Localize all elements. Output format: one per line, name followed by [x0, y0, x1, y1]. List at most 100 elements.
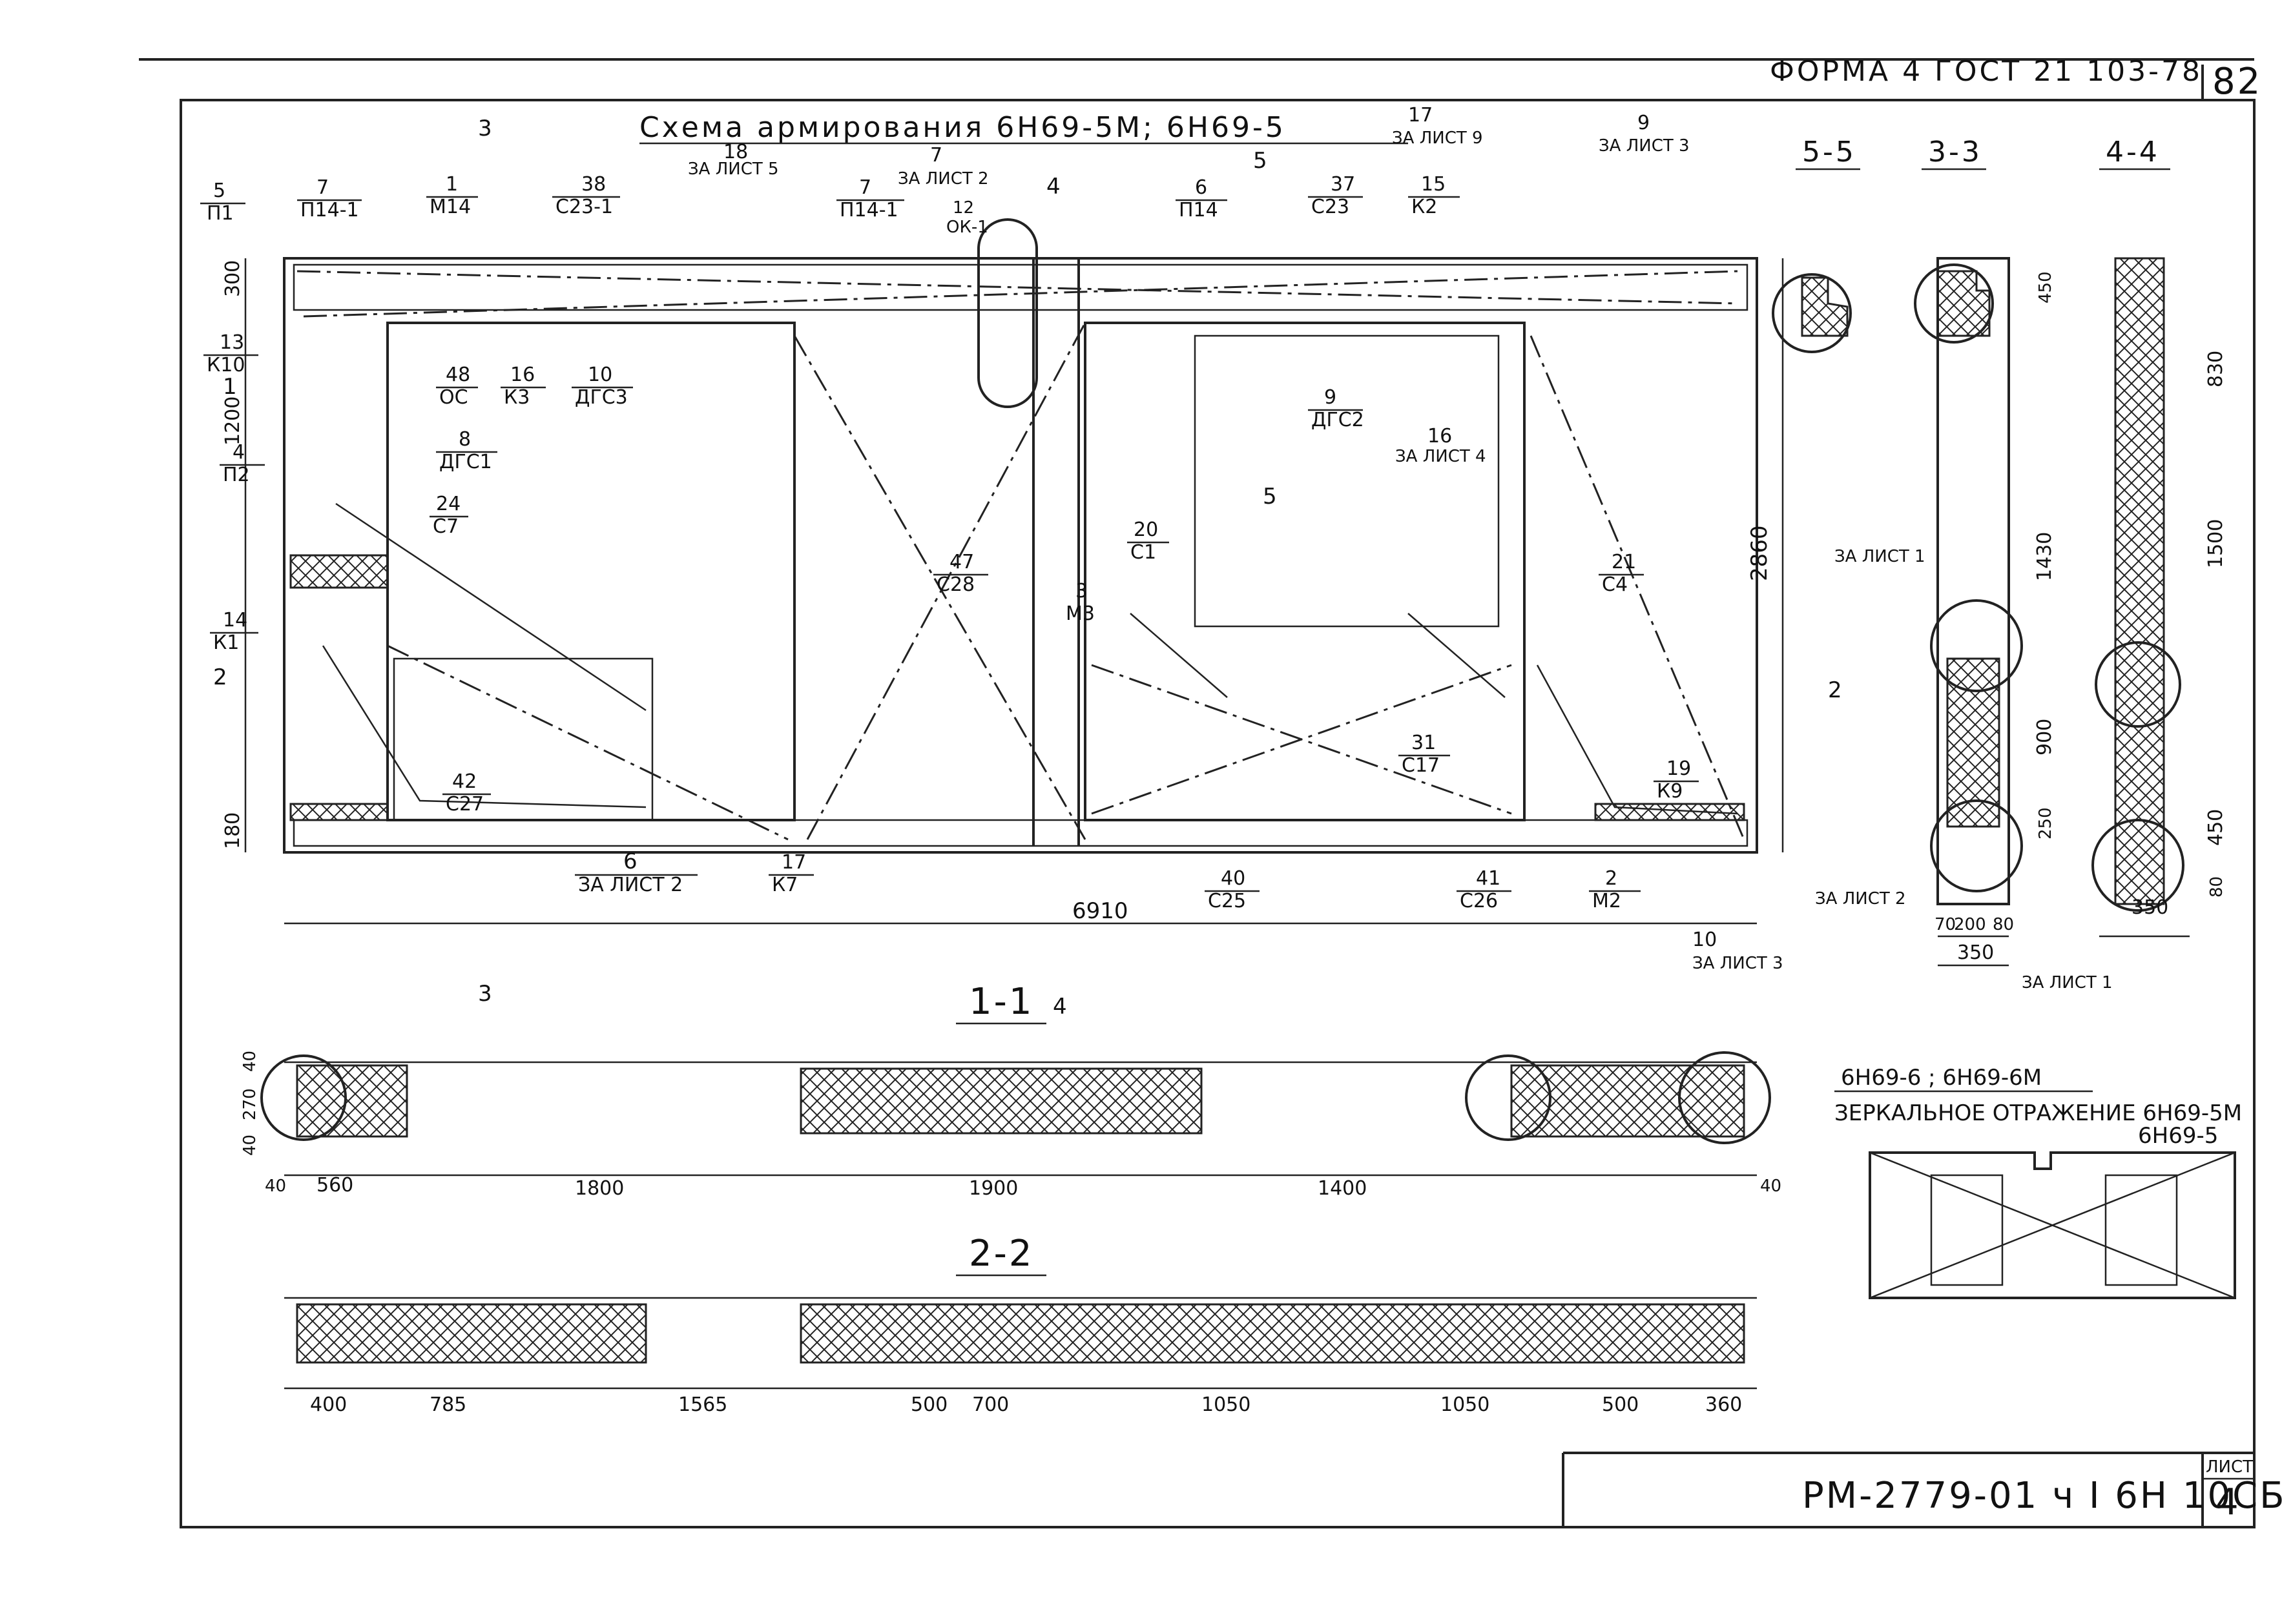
svg-text:С17: С17	[1402, 754, 1440, 777]
svg-text:40: 40	[240, 1051, 260, 1072]
plan-title: Схема армирования 6Н69-5М; 6Н69-5	[639, 111, 1286, 144]
sheet-number: 4	[2215, 1481, 2241, 1523]
s11-part-left	[296, 1064, 408, 1138]
section-4-4-body	[2114, 257, 2165, 905]
svg-text:6: 6	[1195, 176, 1207, 199]
callout: 5П1	[200, 180, 245, 225]
bottom-beam	[293, 819, 1748, 847]
svg-text:С25: С25	[1208, 890, 1246, 912]
svg-text:ЗА ЛИСТ 4: ЗА ЛИСТ 4	[1395, 447, 1486, 466]
opening-right	[1084, 322, 1526, 821]
mirror-subtitle-2: 6Н69-5	[2138, 1123, 2218, 1149]
svg-text:К9: К9	[1657, 780, 1683, 803]
svg-text:560: 560	[316, 1174, 353, 1197]
svg-text:40: 40	[265, 1177, 286, 1196]
section-1-1: 1-1 40 560 1800 1900 1400 40 40 270 40	[240, 981, 1781, 1200]
svg-text:1200: 1200	[222, 396, 244, 446]
svg-text:18: 18	[723, 141, 748, 163]
callout: 9ЗА ЛИСТ 3	[1599, 112, 1690, 156]
svg-text:ОК-1: ОК-1	[946, 218, 988, 237]
mirror-title: 6Н69-6 ; 6Н69-6М	[1841, 1065, 2042, 1091]
svg-text:400: 400	[310, 1393, 347, 1416]
section-mark-2-left: 2	[213, 664, 227, 690]
callout: 7ЗА ЛИСТ 2	[898, 144, 989, 189]
drawing-code: РМ-2779-01 ч I 6Н 10СБ.	[1802, 1475, 2282, 1517]
section-1-1-title: 1-1	[969, 981, 1033, 1023]
section-4-4-title: 4-4	[2106, 136, 2160, 169]
svg-text:ЗА ЛИСТ 9: ЗА ЛИСТ 9	[1392, 128, 1483, 148]
svg-text:М3: М3	[1066, 602, 1095, 625]
svg-text:1500: 1500	[2204, 519, 2227, 568]
section-3-3: 3-3 70 200 80 350 450 1430 900 250 ЗА ЛИ…	[1815, 136, 2056, 967]
mirror-note: 6Н69-6 ; 6Н69-6М ЗЕРКАЛЬНОЕ ОТРАЖЕНИЕ 6Н…	[1834, 1065, 2242, 1299]
svg-text:П14: П14	[1179, 199, 1218, 221]
svg-text:3: 3	[1075, 580, 1088, 602]
svg-text:ОС: ОС	[439, 386, 468, 409]
svg-text:38: 38	[581, 173, 606, 196]
svg-text:700: 700	[972, 1393, 1009, 1416]
svg-text:ЗА ЛИСТ 2: ЗА ЛИСТ 2	[1815, 889, 1906, 909]
svg-text:6: 6	[623, 848, 638, 874]
svg-text:1050: 1050	[1440, 1393, 1489, 1416]
svg-text:К10: К10	[207, 354, 245, 376]
svg-text:15: 15	[1421, 173, 1446, 196]
svg-text:ЗА ЛИСТ 2: ЗА ЛИСТ 2	[898, 169, 989, 189]
section-mark-5-top: 5	[1253, 148, 1267, 174]
svg-text:ДГС2: ДГС2	[1311, 409, 1364, 431]
svg-text:П1: П1	[207, 202, 234, 225]
svg-text:17: 17	[1408, 104, 1433, 127]
svg-text:С26: С26	[1460, 890, 1498, 912]
section-mark-3-bottom: 3	[478, 981, 492, 1007]
section-3-3-title: 3-3	[1928, 136, 1982, 169]
inner-frame-right	[1194, 334, 1500, 628]
svg-text:17: 17	[782, 851, 806, 874]
right-height: 2860	[1747, 525, 1772, 581]
svg-text:ДГС1: ДГС1	[439, 451, 492, 473]
s11-part-right	[1510, 1064, 1745, 1138]
svg-text:19: 19	[1666, 757, 1691, 780]
svg-text:С27: С27	[446, 793, 484, 816]
svg-text:ЗА ЛИСТ 1: ЗА ЛИСТ 1	[2022, 973, 2113, 992]
svg-text:К7: К7	[772, 874, 798, 896]
main-plan: Схема армирования 6Н69-5М; 6Н69-5	[213, 111, 1842, 1020]
svg-text:300: 300	[222, 260, 244, 297]
svg-text:4: 4	[233, 441, 245, 464]
svg-text:80: 80	[2207, 876, 2226, 898]
svg-text:П14-1: П14-1	[300, 199, 359, 221]
svg-text:М14: М14	[430, 196, 471, 218]
svg-text:ЗА ЛИСТ 1: ЗА ЛИСТ 1	[1834, 547, 1925, 566]
top-beam	[293, 263, 1748, 311]
svg-text:М2: М2	[1592, 890, 1621, 912]
section-mark-2-right: 2	[1828, 677, 1842, 703]
svg-text:С7: С7	[433, 515, 459, 538]
callout: 2М2	[1589, 867, 1641, 912]
svg-text:41: 41	[1476, 867, 1500, 890]
svg-text:1900: 1900	[969, 1177, 1018, 1200]
svg-text:10: 10	[588, 364, 612, 386]
sheet-label: ЛИСТ	[2206, 1457, 2253, 1477]
section-mark-4-top: 4	[1046, 174, 1061, 200]
section-2-2: 2-2 400 785 1565 500 700 1050 1050 500 3…	[284, 1233, 1757, 1416]
svg-text:1800: 1800	[575, 1177, 624, 1200]
svg-text:1565: 1565	[678, 1393, 727, 1416]
svg-text:830: 830	[2204, 351, 2227, 387]
svg-text:450: 450	[2036, 271, 2055, 303]
svg-text:350: 350	[1957, 941, 1994, 964]
